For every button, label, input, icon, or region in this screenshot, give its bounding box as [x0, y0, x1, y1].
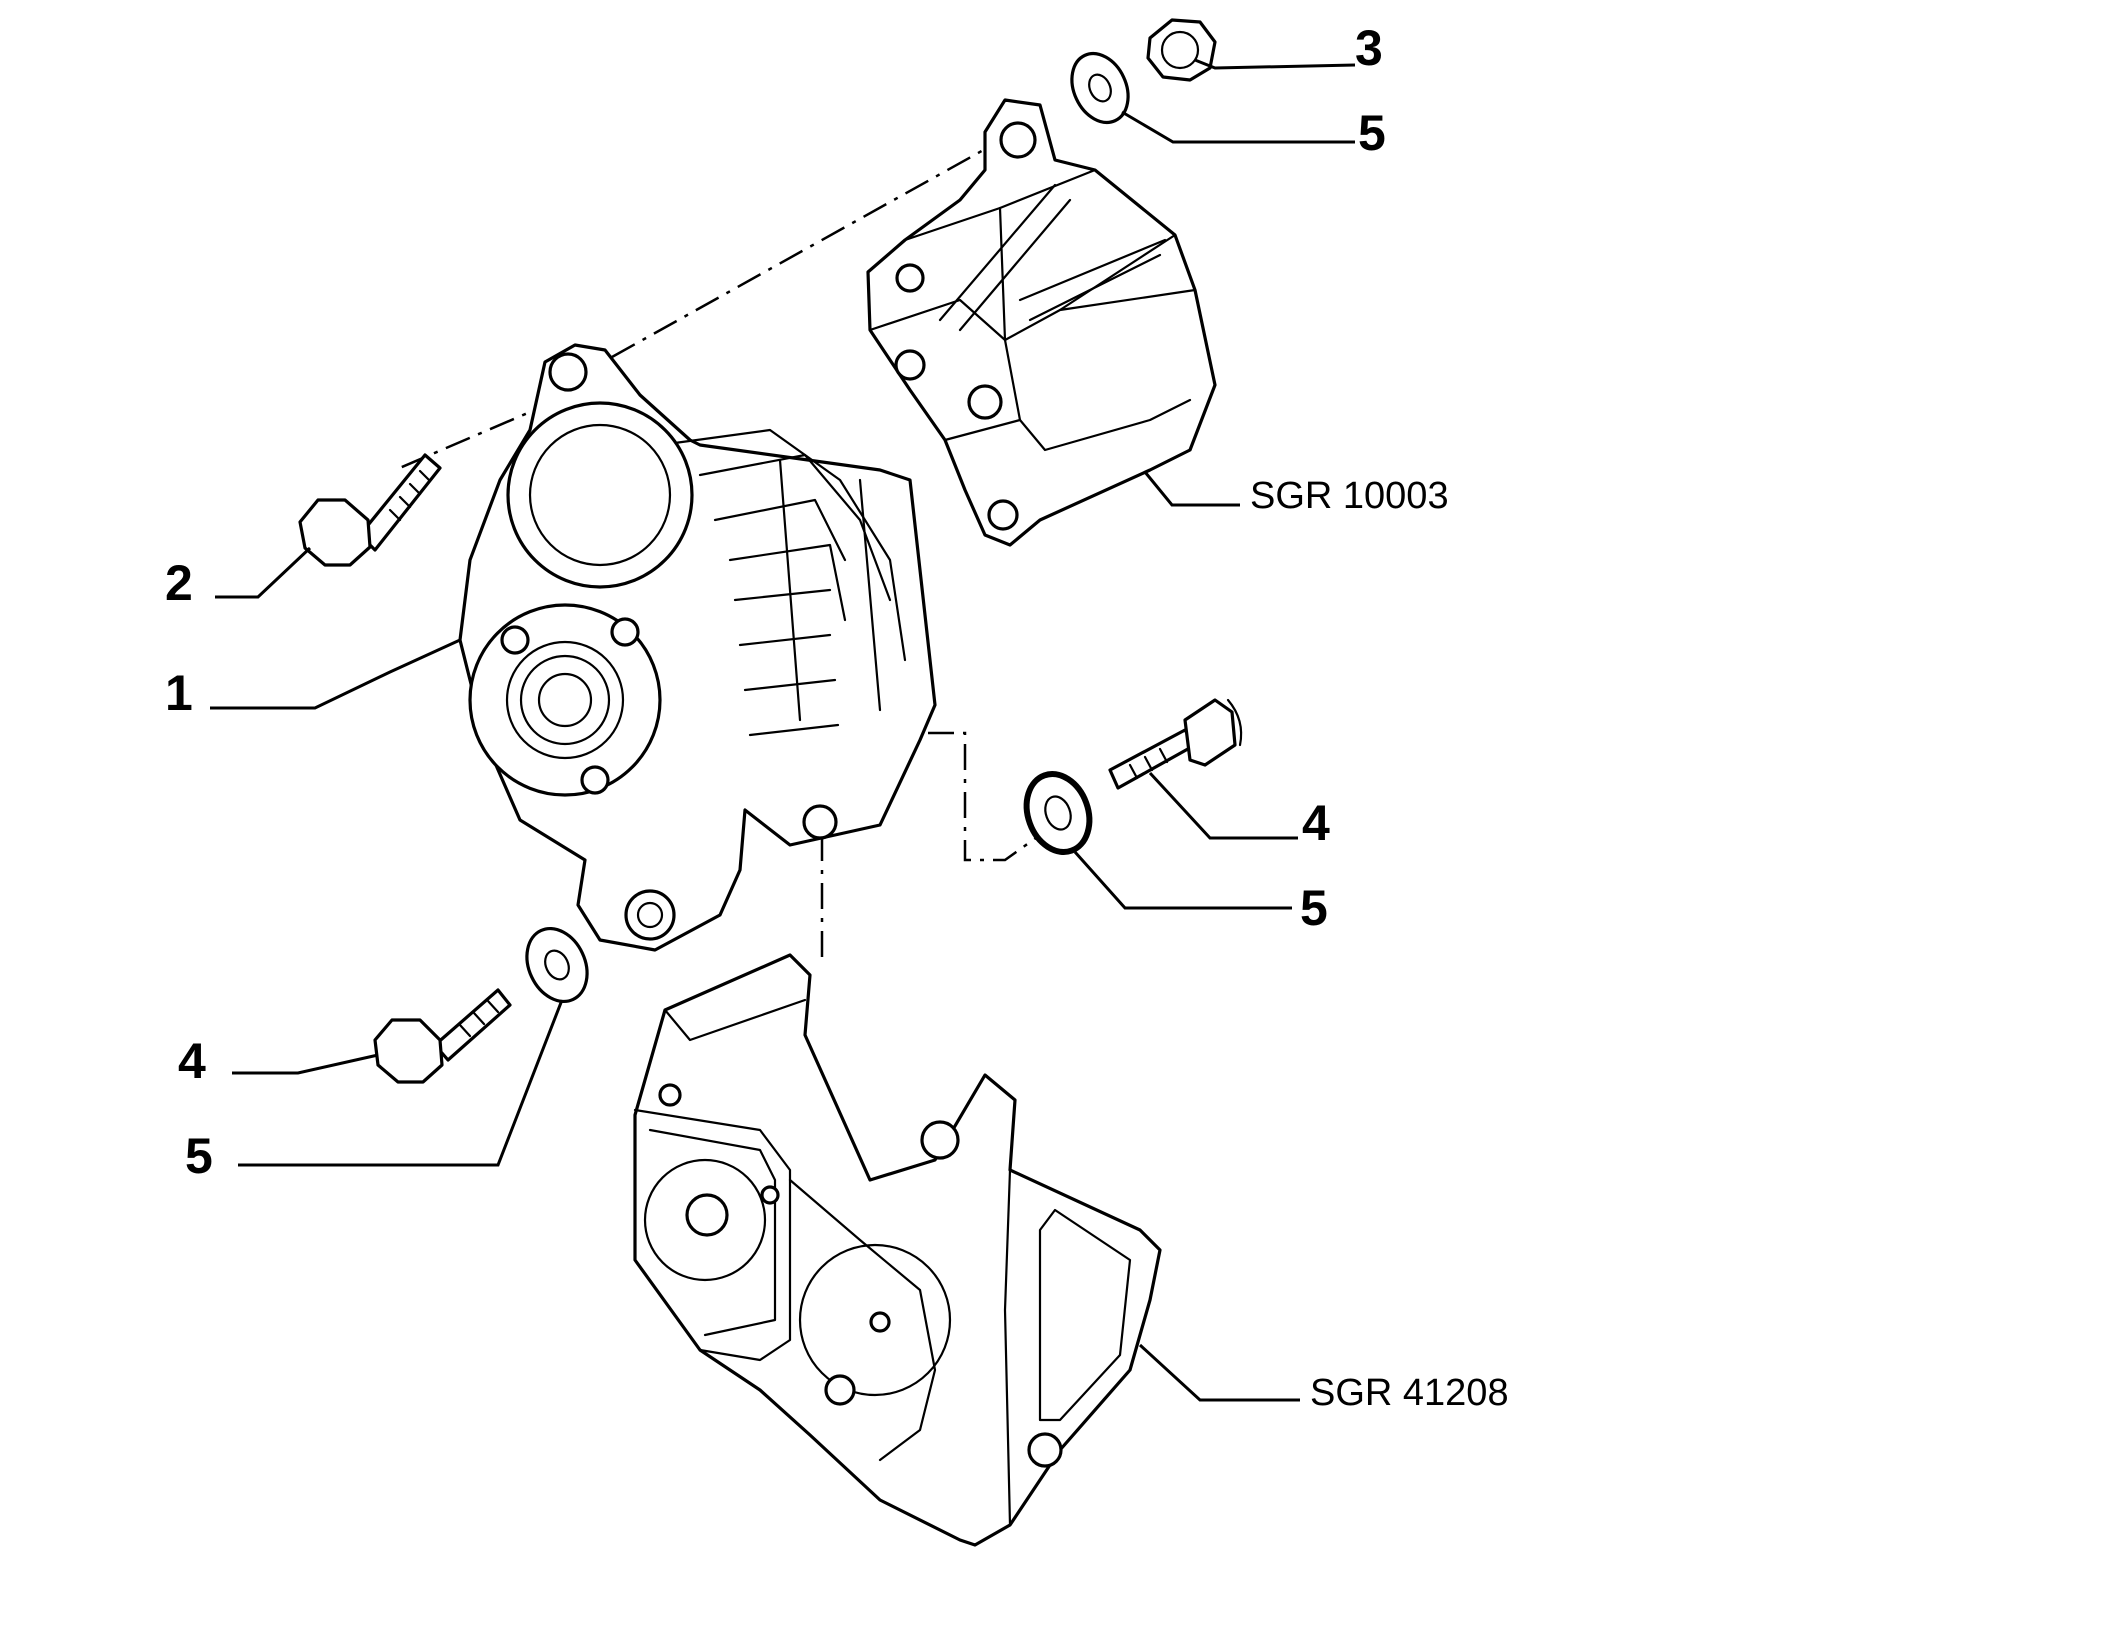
callout-1: 1 — [165, 665, 193, 721]
callout-5-left: 5 — [185, 1128, 213, 1184]
alternator[interactable] — [458, 343, 937, 952]
bolt-right-part-4[interactable] — [1108, 698, 1243, 790]
callout-4-left: 4 — [178, 1033, 206, 1089]
callout-labels: 3 5 SGR 10003 2 1 4 5 4 5 SGR 41208 — [165, 20, 1509, 1414]
washer-left-part-5[interactable] — [516, 919, 599, 1012]
washer-right-part-5[interactable] — [1016, 765, 1100, 861]
ref-sgr-10003: SGR 10003 — [1250, 475, 1449, 517]
callout-2: 2 — [165, 555, 193, 611]
callout-5-right: 5 — [1300, 880, 1328, 936]
ref-sgr-41208: SGR 41208 — [1310, 1372, 1509, 1414]
callout-4-right: 4 — [1302, 795, 1330, 851]
upper-bracket-sgr-10003[interactable] — [866, 98, 1217, 547]
leader-lines — [210, 58, 1356, 1402]
bolt-left-part-4[interactable] — [373, 988, 512, 1084]
nut-part-3[interactable] — [1146, 18, 1217, 82]
bolt-part-2[interactable] — [298, 453, 442, 567]
callout-3: 3 — [1355, 20, 1383, 76]
lower-bracket-sgr-41208[interactable] — [633, 953, 1162, 1547]
washer-top-part-5[interactable] — [1061, 44, 1139, 131]
callout-5-top: 5 — [1358, 105, 1386, 161]
